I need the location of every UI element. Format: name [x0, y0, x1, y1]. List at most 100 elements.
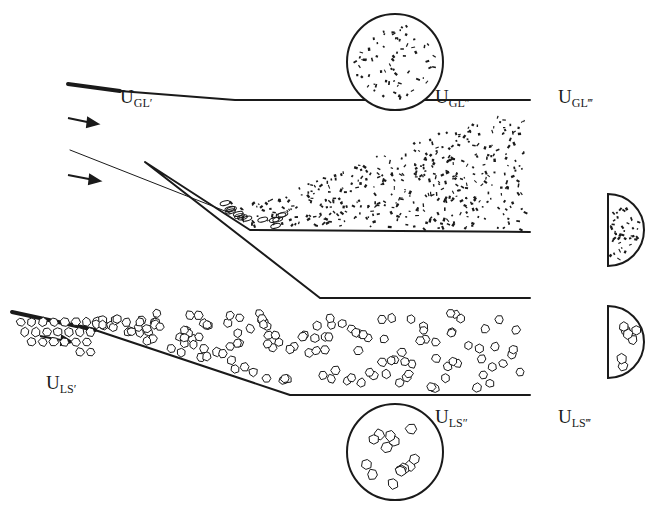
particle	[374, 201, 376, 204]
particle	[422, 176, 423, 178]
cross-section	[347, 404, 443, 500]
particle	[497, 227, 499, 229]
particle	[83, 317, 91, 326]
particle	[350, 190, 352, 192]
particle	[631, 235, 635, 237]
particle	[219, 349, 228, 357]
particle	[310, 198, 313, 199]
particle	[359, 51, 363, 53]
particle	[351, 204, 355, 207]
particle	[502, 132, 505, 135]
particle	[234, 213, 245, 220]
particle	[411, 46, 415, 48]
particle	[398, 82, 402, 85]
particle	[453, 162, 454, 165]
particle	[418, 150, 420, 152]
particle	[460, 178, 463, 180]
particle	[387, 357, 395, 365]
particle	[340, 202, 343, 205]
particle	[411, 89, 415, 92]
particle	[481, 324, 490, 332]
particle	[338, 320, 346, 328]
particle	[27, 338, 36, 346]
particle	[256, 206, 257, 208]
particle	[313, 321, 321, 330]
particle	[272, 212, 276, 214]
particle	[443, 199, 446, 203]
particle	[340, 211, 344, 215]
particle	[386, 431, 396, 442]
particle	[360, 169, 363, 172]
particle	[167, 345, 175, 353]
particle	[455, 195, 457, 197]
particle	[630, 217, 632, 221]
particle	[415, 167, 418, 170]
particle	[441, 188, 445, 191]
particle	[392, 55, 396, 59]
particle	[499, 360, 508, 368]
particle	[477, 124, 478, 127]
particle	[393, 91, 397, 94]
particle	[298, 332, 308, 341]
particle	[186, 311, 195, 320]
particle	[512, 142, 516, 146]
particle	[451, 214, 453, 216]
particle	[285, 196, 288, 199]
particle	[287, 199, 291, 203]
particle	[358, 199, 361, 202]
particle	[401, 157, 403, 160]
particle	[251, 222, 253, 226]
particle	[264, 202, 268, 206]
particle	[352, 328, 360, 337]
particle	[523, 211, 527, 215]
particle	[455, 175, 458, 177]
particle	[356, 201, 357, 203]
particle	[401, 179, 404, 182]
particle	[388, 479, 397, 490]
particle	[181, 326, 189, 334]
particle	[339, 225, 342, 227]
particle	[488, 363, 496, 372]
particle	[457, 314, 465, 323]
particle	[76, 348, 85, 356]
particle	[423, 158, 427, 161]
particle	[482, 206, 484, 208]
particle	[437, 132, 440, 135]
particle	[86, 328, 95, 337]
particle	[405, 224, 408, 226]
particle	[251, 220, 255, 224]
particle	[433, 218, 437, 222]
particle	[344, 191, 347, 193]
particle	[142, 325, 151, 333]
particle	[328, 191, 331, 193]
particle	[403, 55, 406, 57]
particle	[470, 201, 473, 204]
particle	[476, 143, 479, 147]
particle	[511, 175, 515, 179]
particle	[440, 222, 443, 225]
particle	[313, 193, 315, 195]
particle	[318, 216, 321, 218]
particle	[39, 317, 48, 326]
particle	[502, 119, 506, 120]
particle	[466, 183, 468, 187]
particle	[407, 70, 410, 74]
particle	[351, 175, 354, 178]
particle	[435, 175, 437, 178]
particle	[385, 80, 388, 83]
particle	[65, 328, 74, 337]
particle	[350, 182, 353, 185]
particle	[122, 318, 131, 326]
particle	[330, 178, 332, 180]
particle	[437, 198, 441, 202]
particle	[632, 227, 635, 230]
particle	[493, 172, 495, 174]
particle	[398, 39, 400, 42]
particle	[396, 51, 398, 54]
particle	[240, 207, 244, 210]
particle	[277, 198, 280, 202]
particle	[290, 223, 294, 227]
particle	[310, 190, 312, 192]
particle	[521, 168, 523, 170]
particle	[368, 216, 370, 218]
